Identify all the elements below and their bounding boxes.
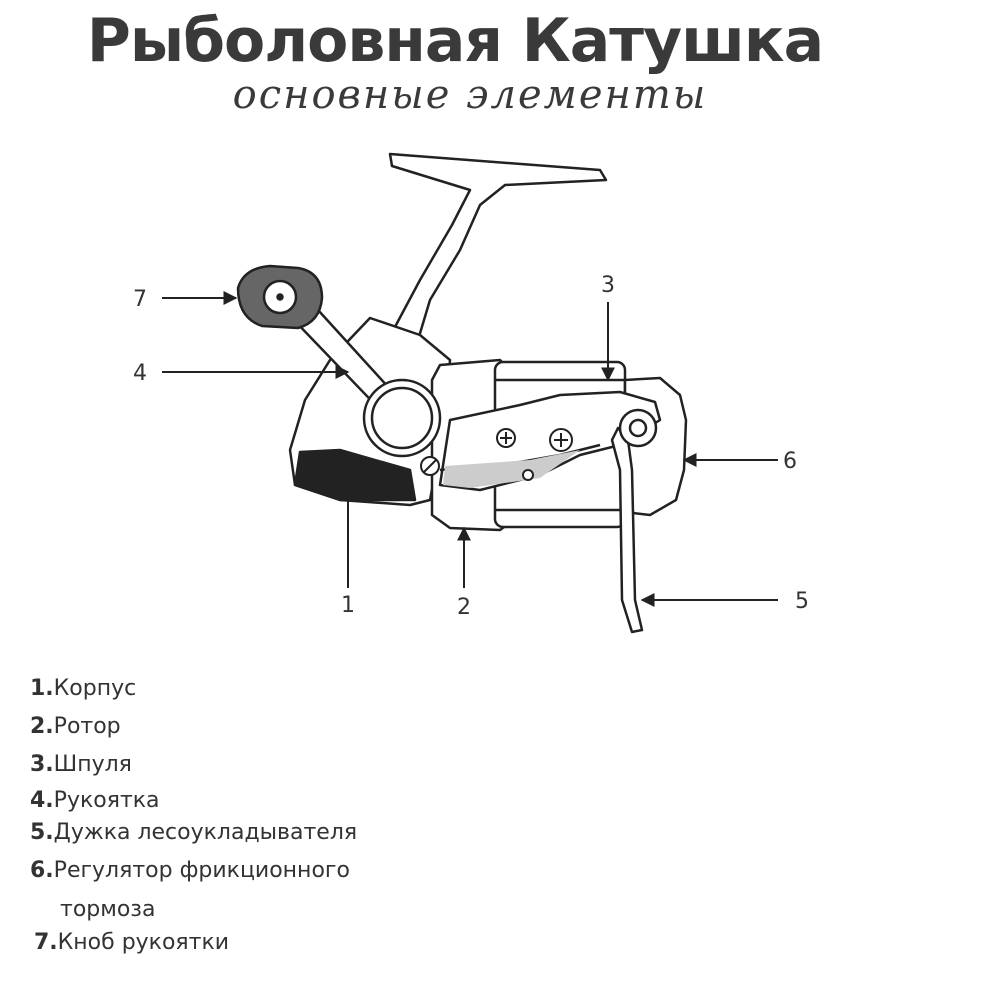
reel-screws (420, 428, 573, 481)
callout-3: 3 (601, 273, 615, 298)
callout-7: 7 (133, 287, 147, 312)
callout-2: 2 (457, 595, 471, 620)
reel-bail-wire (610, 426, 644, 634)
reel-illustration (236, 152, 688, 634)
legend-item: 6.Регулятор фрикционного тормоза (30, 858, 350, 922)
legend-num: 7. (34, 930, 58, 955)
legend-num: 6. (30, 858, 54, 883)
legend-label-continued: тормоза (60, 897, 156, 922)
legend-label: Ротор (53, 714, 121, 739)
legend-num: 2. (30, 714, 54, 739)
reel-body-dark (293, 448, 417, 502)
legend-item: 4.Рукоятка (30, 788, 160, 813)
legend-label: Дужка лесоукладывателя (53, 820, 358, 845)
legend-item: 3.Шпуля (30, 752, 132, 777)
legend-label: Корпус (53, 676, 137, 701)
legend-label: Регулятор фрикционного (53, 858, 350, 883)
legend-label: Кноб рукоятки (57, 930, 230, 955)
legend-label: Шпуля (53, 752, 132, 777)
reel-line-roller-band (443, 450, 580, 488)
page-title: Рыболовная Катушка (86, 6, 824, 76)
legend-num: 3. (30, 752, 54, 777)
callout-6: 6 (783, 449, 797, 474)
callout-4: 4 (133, 361, 147, 386)
legend-item: 2.Ротор (30, 714, 121, 739)
legend-label: Рукоятка (53, 788, 160, 813)
legend-num: 4. (30, 788, 54, 813)
legend-item: 5.Дужка лесоукладывателя (30, 820, 357, 845)
callout-5: 5 (795, 589, 809, 614)
callout-arrows (162, 291, 778, 607)
callout-1: 1 (341, 593, 355, 618)
page-subtitle: основные элементы (232, 72, 708, 118)
legend-num: 5. (30, 820, 54, 845)
legend-item: 7.Кноб рукоятки (34, 930, 229, 955)
legend-item: 1.Корпус (30, 676, 136, 701)
legend-num: 1. (30, 676, 54, 701)
